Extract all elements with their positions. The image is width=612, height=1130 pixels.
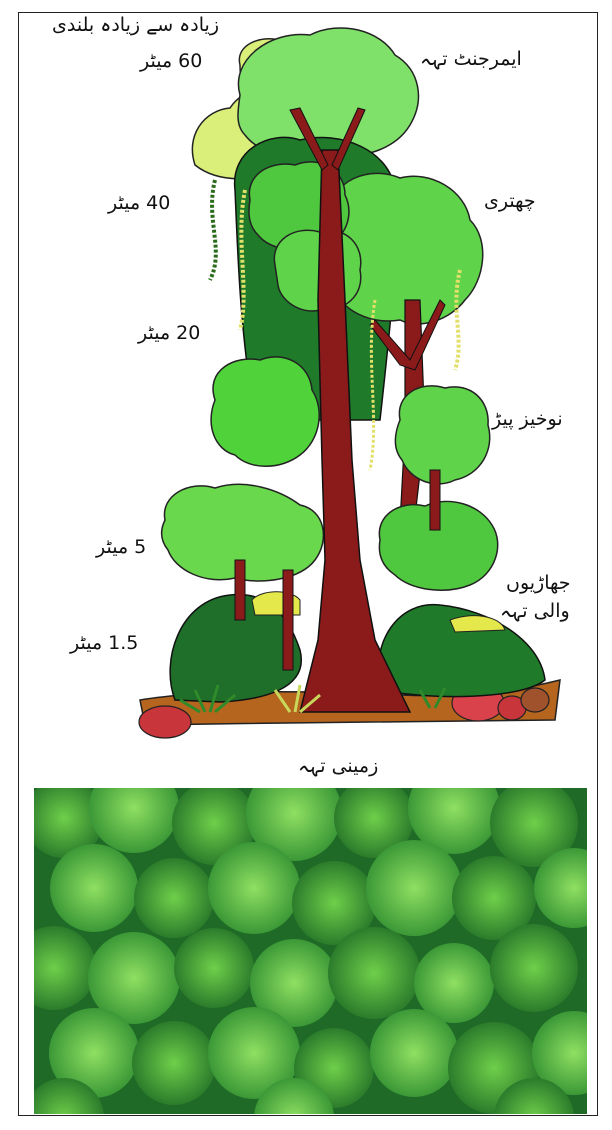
shrub-layer-label-line2: والی تہہ xyxy=(500,600,570,622)
ground-layer-label: زمینی تہہ xyxy=(298,755,378,777)
emergent-layer-label: ایمرجنٹ تہہ xyxy=(420,48,522,70)
brown-rock xyxy=(521,688,549,712)
max-height-label: زیادہ سے زیادہ بلندی xyxy=(52,14,219,36)
canopy-label: چھتری xyxy=(484,190,536,212)
height-20m: 20 میٹر xyxy=(138,322,200,344)
small-trunk-2 xyxy=(283,570,293,670)
understory-label: نوخیز پیڑ xyxy=(492,408,563,430)
small-trunk-3 xyxy=(430,470,440,530)
vine-3 xyxy=(455,270,460,370)
rainforest-layers-illustration xyxy=(0,0,612,780)
red-rock-left xyxy=(139,706,191,738)
height-60m: 60 میٹر xyxy=(140,50,202,72)
understory-crown-right xyxy=(395,386,489,484)
shrub-yellow-2 xyxy=(450,616,505,632)
height-5m: 5 میٹر xyxy=(96,536,146,558)
height-1-5m: 1.5 میٹر xyxy=(70,632,138,654)
shrub-layer-label-line1: جھاڑیوں xyxy=(506,572,571,594)
forest-canopy-photo xyxy=(34,788,587,1114)
small-trunk-1 xyxy=(235,560,245,620)
understory-crown-left xyxy=(211,357,319,466)
vine-1 xyxy=(210,180,216,280)
height-40m: 40 میٹر xyxy=(108,192,170,214)
